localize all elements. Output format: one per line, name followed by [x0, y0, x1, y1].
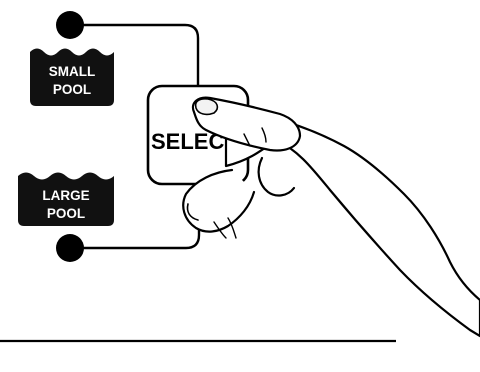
large-pool-label-line1: LARGE	[42, 188, 89, 203]
large-pool-badge: LARGE POOL	[18, 173, 114, 227]
large-pool-label-line2: POOL	[47, 206, 85, 221]
small-pool-badge: SMALL POOL	[30, 49, 114, 107]
small-pool-label-line1: SMALL	[49, 64, 96, 79]
hand-illustration	[183, 98, 480, 336]
large-pool-led	[56, 234, 84, 262]
small-pool-led	[56, 11, 84, 39]
small-pool-label-line2: POOL	[53, 82, 91, 97]
